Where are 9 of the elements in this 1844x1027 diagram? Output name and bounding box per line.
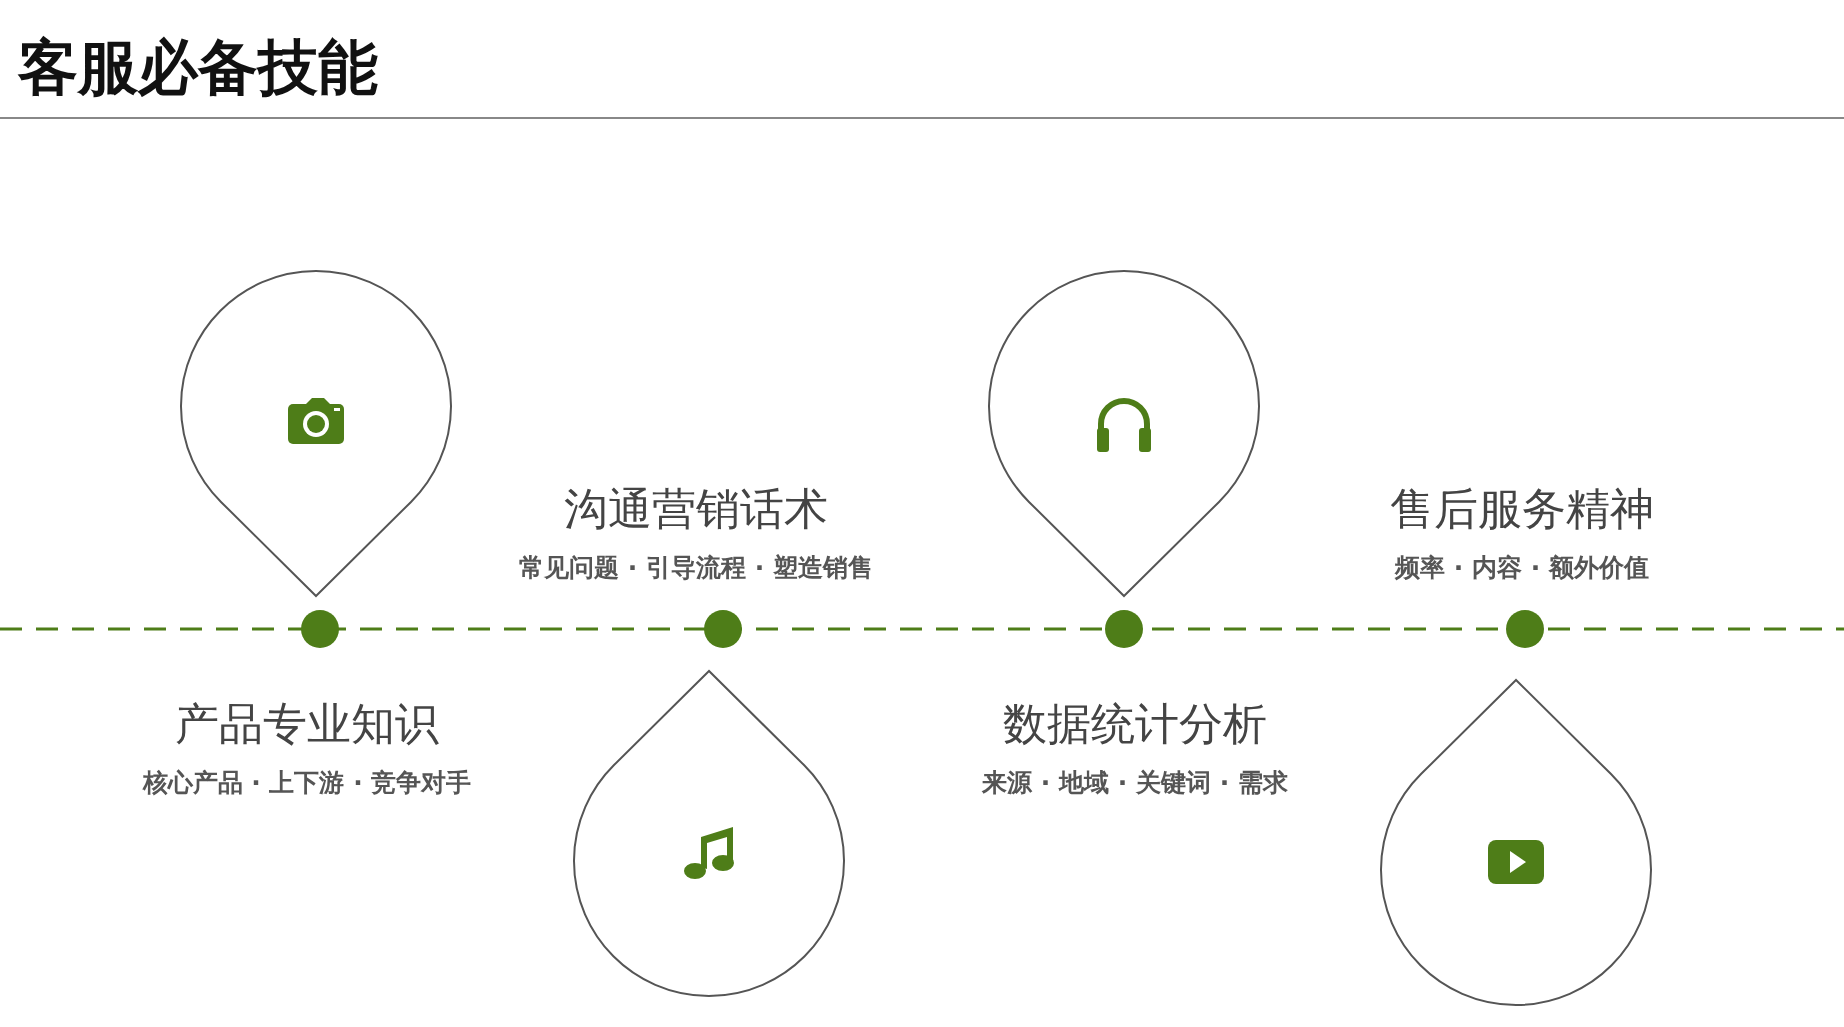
skill-heading: 沟通营销话术	[564, 482, 828, 536]
skill-heading: 售后服务精神	[1390, 482, 1654, 536]
skill-keywords: 核心产品 · 上下游 · 竞争对手	[142, 767, 472, 799]
skill-keywords: 频率 · 内容 · 额外价值	[1395, 552, 1649, 584]
skill-keywords: 来源 · 地域 · 关键词 · 需求	[982, 767, 1288, 799]
skill-heading: 产品专业知识	[175, 697, 439, 751]
skill-keywords: 常见问题 · 引导流程 · 塑造销售	[519, 552, 873, 584]
title: 客服必备技能	[18, 31, 378, 104]
skill-heading: 数据统计分析	[1003, 697, 1267, 751]
